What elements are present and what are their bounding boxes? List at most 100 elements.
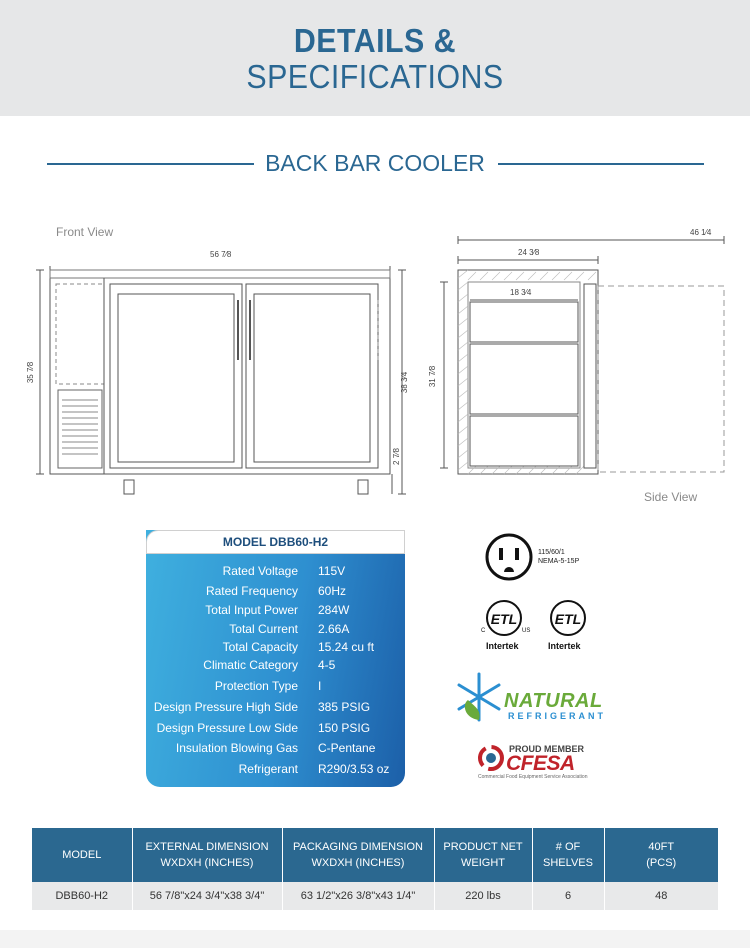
etl2-intertek-label: Intertek [548, 641, 581, 651]
cell-packaging-dimension: 63 1/2"x26 3/8"x43 1/4" [282, 882, 435, 910]
cell-shelves: 6 [532, 882, 605, 910]
spec-value: 115V [318, 564, 346, 578]
spec-value: R290/3.53 oz [318, 762, 390, 776]
svg-text:ETL: ETL [555, 611, 581, 627]
table-header-row: MODEL EXTERNAL DIMENSION WXDXH (INCHES) P… [32, 828, 718, 882]
spec-row: Rated Frequency 60Hz [146, 584, 405, 604]
spec-value: C-Pentane [318, 741, 376, 755]
table-row: DBB60-H2 56 7/8"x24 3/4"x38 3/4" 63 1/2"… [32, 882, 718, 910]
dim-height-total: 35 7⁄8 [26, 361, 36, 384]
col-shelves-line2: SHELVES [543, 857, 593, 869]
nema-plug-icon [485, 533, 533, 581]
section-title: BACK BAR COOLER [265, 150, 485, 176]
spec-label: Rated Voltage [222, 564, 298, 578]
dim-base: 2 7⁄8 [391, 448, 401, 465]
dim-side-height: 31 7⁄8 [428, 365, 438, 388]
col-ext-line1: EXTERNAL DIMENSION [145, 841, 269, 853]
spec-label: Total Capacity [222, 640, 298, 654]
col-net-weight: PRODUCT NET WEIGHT [434, 828, 533, 882]
etl1-intertek-label: Intertek [486, 641, 519, 651]
spec-row: Design Pressure High Side 385 PSIG [146, 700, 405, 720]
dim-height-right: 38 3⁄4 [400, 371, 410, 394]
spec-label: Rated Frequency [205, 584, 298, 598]
header-title-line1: DETAILS & [293, 22, 457, 59]
col-40ft: 40FT (PCS) [604, 828, 718, 882]
spec-label: Total Current [229, 622, 298, 636]
spec-card: Rated Voltage 115V Rated Frequency 60Hz To… [146, 530, 405, 787]
refrigerant-wordmark: REFRIGERANT [508, 711, 606, 721]
col-40ft-line1: 40FT [648, 841, 675, 853]
plug-spec: 115/60/1 NEMA-5-15P [538, 548, 579, 566]
spec-value: 284W [318, 603, 350, 617]
spec-row: Total Current 2.66A [146, 622, 405, 642]
section-rule-right [498, 163, 704, 165]
spec-row: Insulation Blowing Gas C-Pentane [146, 741, 405, 761]
footer-band [0, 930, 750, 948]
spec-label: Design Pressure Low Side [156, 721, 298, 735]
etl-listed-icon: ETL [550, 600, 586, 636]
col-packaging-dimension: PACKAGING DIMENSION WXDXH (INCHES) [282, 828, 435, 882]
dim-depth-total: 46 1⁄4 [690, 228, 712, 237]
snowflake-leaf-icon [457, 672, 501, 722]
cell-external-dimension: 56 7/8"x24 3/4"x38 3/4" [132, 882, 283, 910]
spec-value: 4-5 [318, 658, 336, 672]
col-shelves: # OF SHELVES [532, 828, 605, 882]
etl-listed-us-icon: ETL C US [481, 600, 530, 636]
spec-row: Design Pressure Low Side 150 PSIG [146, 721, 405, 741]
front-cabinet-outline [49, 277, 391, 475]
col-pkg-line1: PACKAGING DIMENSION [293, 841, 423, 853]
svg-text:C: C [481, 628, 486, 634]
col-ext-line2: WXDXH (INCHES) [160, 857, 254, 869]
col-40ft-line2: (PCS) [646, 857, 677, 869]
natural-wordmark: NATURAL [504, 690, 603, 712]
spec-row: Refrigerant R290/3.53 oz [146, 762, 405, 782]
dim-depth: 24 3⁄8 [518, 248, 540, 257]
front-view-label: Front View [56, 225, 114, 239]
dim-inner-depth: 18 3⁄4 [510, 288, 532, 297]
side-view-label: Side View [644, 490, 698, 504]
svg-text:ETL: ETL [491, 611, 517, 627]
dim-width: 56 7⁄8 [210, 250, 232, 259]
spec-row: Climatic Category 4-5 [146, 658, 405, 678]
technical-drawing [36, 236, 725, 495]
spec-card-model: MODEL DBB60-H2 [146, 530, 405, 554]
spec-value: 385 PSIG [318, 700, 371, 714]
col-shelves-line1: # OF [555, 841, 581, 853]
col-model: MODEL [32, 828, 133, 882]
spec-value: 2.66A [318, 622, 350, 636]
svg-text:US: US [522, 628, 530, 634]
spec-row: Protection Type I [146, 679, 405, 699]
spec-value: I [318, 679, 322, 693]
spec-label: Protection Type [214, 679, 298, 693]
spec-label: Climatic Category [203, 658, 298, 672]
product-spec-table: MODEL EXTERNAL DIMENSION WXDXH (INCHES) P… [32, 828, 718, 910]
col-pkg-line2: WXDXH (INCHES) [311, 857, 405, 869]
section-rule-left [47, 163, 254, 165]
side-cabinet-outline [457, 269, 599, 475]
cfesa-wordmark: CFESA [506, 752, 575, 775]
spec-label: Design Pressure High Side [153, 700, 298, 714]
spec-label: Insulation Blowing Gas [175, 741, 298, 755]
spec-row: Total Capacity 15.24 cu ft [146, 640, 405, 660]
plug-rating: 115/60/1 [538, 549, 565, 556]
cfesa-logo-icon [478, 745, 504, 771]
cell-model: DBB60-H2 [32, 882, 133, 910]
col-model-label: MODEL [62, 849, 102, 861]
plug-type: NEMA-5-15P [538, 558, 580, 565]
spec-value: 15.24 cu ft [318, 640, 375, 654]
col-weight-line1: PRODUCT NET [443, 841, 523, 853]
header-title-line2: SPECIFICATIONS [246, 58, 504, 95]
spec-value: 150 PSIG [318, 721, 371, 735]
page-header: DETAILS & SPECIFICATIONS [0, 0, 750, 116]
spec-label: Refrigerant [238, 762, 298, 776]
proud-member-label: PROUD MEMBER [509, 744, 585, 754]
cell-net-weight: 220 lbs [434, 882, 533, 910]
cfesa-subtitle: Commercial Food Equipment Service Associ… [478, 774, 588, 780]
spec-value: 60Hz [318, 584, 347, 598]
col-weight-line2: WEIGHT [461, 857, 505, 869]
spec-row: Rated Voltage 115V [146, 564, 405, 584]
col-external-dimension: EXTERNAL DIMENSION WXDXH (INCHES) [132, 828, 283, 882]
spec-row: Total Input Power 284W [146, 603, 405, 623]
cell-40ft: 48 [604, 882, 718, 910]
spec-label: Total Input Power [205, 603, 298, 617]
